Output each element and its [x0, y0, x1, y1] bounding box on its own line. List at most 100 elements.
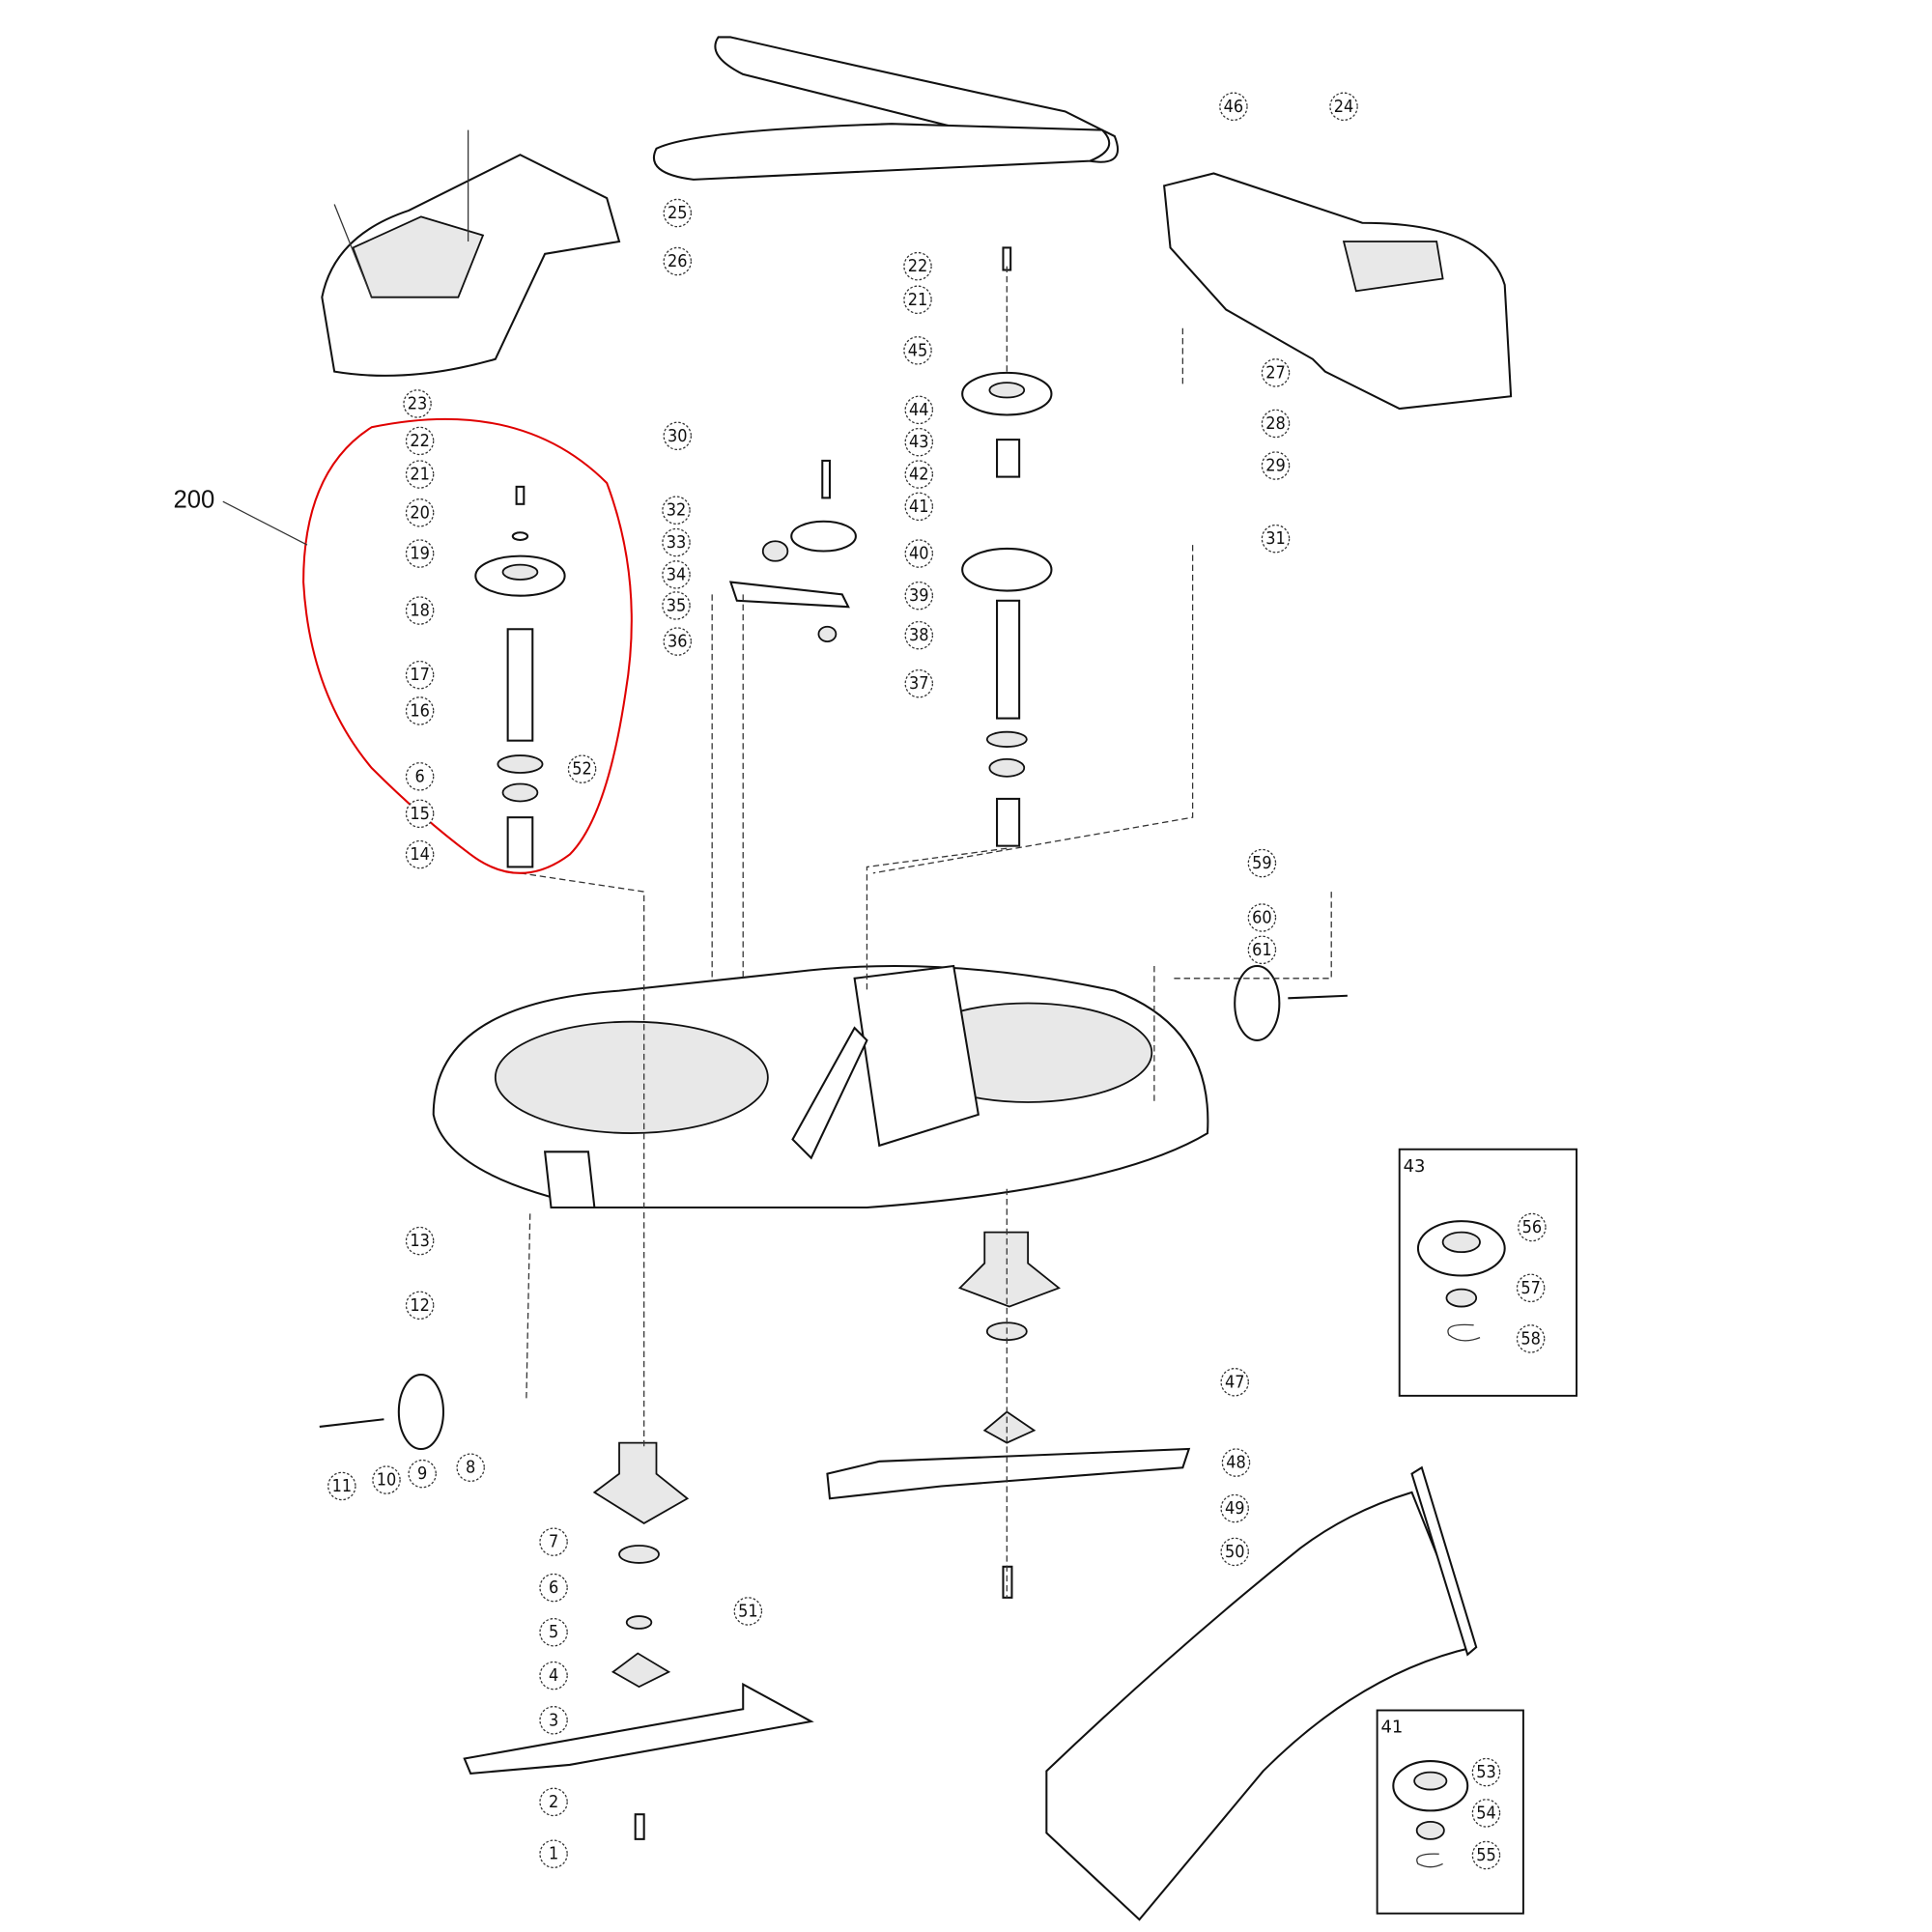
callout-circle — [405, 696, 435, 725]
callout-number: 12 — [410, 1295, 430, 1316]
callout-number: 40 — [909, 544, 929, 564]
callout-16: 16 — [405, 696, 435, 725]
callout-41: 41 — [904, 492, 934, 522]
callout-number: 21 — [410, 465, 430, 485]
callout-22: 22 — [405, 426, 435, 456]
callout-circle — [405, 1291, 435, 1321]
callout-56: 56 — [1518, 1212, 1547, 1242]
callout-circle — [1329, 92, 1358, 121]
callout-27: 27 — [1261, 358, 1291, 387]
callout-number: 18 — [410, 601, 430, 621]
callout-number: 14 — [410, 844, 430, 865]
callout-17: 17 — [405, 660, 435, 690]
callout-number: 32 — [667, 500, 687, 521]
callout-circle — [1261, 358, 1291, 387]
callout-number: 33 — [667, 532, 687, 553]
callout-number: 22 — [908, 256, 928, 276]
callout-52: 52 — [567, 754, 597, 783]
callout-number: 2 — [549, 1792, 558, 1812]
callout-circle — [405, 799, 435, 829]
callout-circle — [539, 1618, 568, 1647]
callout-circle — [904, 620, 934, 650]
callout-59: 59 — [1247, 848, 1277, 878]
callout-circle — [662, 496, 691, 525]
callout-number: 55 — [1476, 1845, 1496, 1865]
wheels — [319, 964, 1348, 1451]
left-spindle-stack — [474, 485, 566, 868]
callout-54: 54 — [1471, 1799, 1501, 1828]
callout-number: 13 — [410, 1231, 430, 1251]
callout-25: 25 — [663, 198, 693, 228]
callout-6: 6 — [405, 762, 435, 791]
callout-number: 51 — [738, 1601, 758, 1621]
callout-circle — [1518, 1212, 1547, 1242]
callout-circle — [663, 627, 693, 656]
callout-13: 13 — [405, 1226, 435, 1256]
callout-circle — [1261, 451, 1291, 480]
callout-number: 16 — [410, 700, 430, 721]
callout-number: 4 — [549, 1665, 558, 1686]
callout-circle — [1471, 1840, 1501, 1870]
callout-23: 23 — [403, 389, 432, 418]
callout-circle — [904, 668, 934, 698]
callout-circle — [904, 460, 934, 489]
callout-7: 7 — [539, 1527, 568, 1556]
callout-circle — [405, 426, 435, 456]
callout-60: 60 — [1247, 903, 1277, 932]
callout-circle — [327, 1471, 356, 1501]
callout-number: 52 — [572, 759, 592, 780]
callout-circle — [539, 1661, 568, 1690]
callout-number: 49 — [1225, 1498, 1245, 1519]
callout-number: 21 — [908, 290, 928, 310]
callout-number: 41 — [909, 497, 929, 517]
idler-assembly — [728, 459, 857, 642]
callout-circle — [662, 591, 691, 620]
callout-38: 38 — [904, 620, 934, 650]
callout-circle — [662, 527, 691, 557]
callout-circle — [1221, 1448, 1251, 1477]
callout-number: 19 — [410, 544, 430, 564]
callout-number: 37 — [909, 673, 929, 694]
inset-43: 43 — [1398, 1148, 1578, 1397]
callout-circle — [663, 246, 693, 276]
callout-number: 54 — [1476, 1803, 1496, 1823]
callout-circle — [539, 1839, 568, 1868]
callout-58: 58 — [1516, 1324, 1546, 1353]
callout-number: 8 — [466, 1458, 475, 1478]
callout-number: 3 — [549, 1710, 558, 1730]
callout-20: 20 — [405, 498, 435, 527]
callout-circle — [1220, 1537, 1249, 1567]
callout-circle — [1219, 92, 1248, 121]
callout-circle — [904, 492, 934, 522]
callout-18: 18 — [405, 596, 435, 625]
callout-37: 37 — [904, 668, 934, 698]
callout-number: 23 — [408, 393, 428, 413]
callout-31: 31 — [1261, 524, 1291, 554]
callout-33: 33 — [662, 527, 691, 557]
callout-3: 3 — [539, 1706, 568, 1735]
callout-circle — [662, 560, 691, 589]
callout-47: 47 — [1220, 1368, 1249, 1397]
callout-circle — [904, 395, 934, 425]
callout-30: 30 — [663, 421, 693, 451]
callout-57: 57 — [1516, 1273, 1546, 1303]
discharge-chute — [1045, 1465, 1478, 1921]
callout-circle — [1220, 1493, 1249, 1523]
callout-circle — [1261, 409, 1291, 439]
callout-number: 11 — [332, 1476, 353, 1496]
callout-number: 31 — [1265, 528, 1286, 549]
callout-number: 45 — [908, 340, 928, 360]
callout-circle — [903, 285, 932, 314]
callout-51: 51 — [733, 1597, 763, 1626]
callout-55: 55 — [1471, 1840, 1501, 1870]
assembly-highlight — [302, 417, 633, 874]
inset-43-title: 43 — [1404, 1156, 1426, 1177]
callout-48: 48 — [1221, 1448, 1251, 1477]
callout-5: 5 — [539, 1618, 568, 1647]
callout-number: 59 — [1252, 853, 1272, 873]
callout-number: 44 — [909, 400, 929, 420]
callout-number: 22 — [410, 431, 430, 451]
left-belt-cover — [321, 129, 621, 377]
callout-36: 36 — [663, 627, 693, 656]
